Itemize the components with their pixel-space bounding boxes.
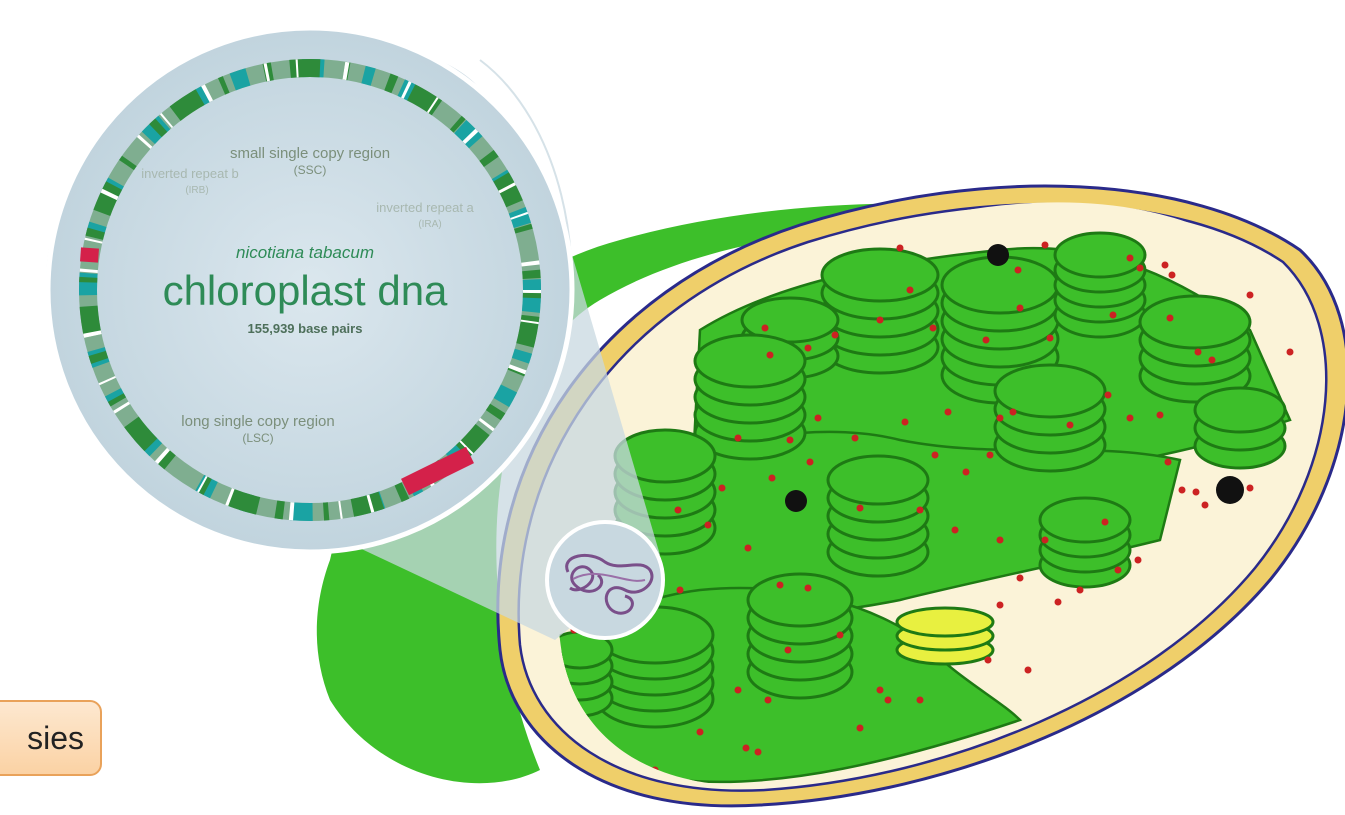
caption-box: sies bbox=[0, 700, 102, 776]
base-pair-count: 155,939 base pairs bbox=[248, 321, 363, 336]
dna-map-title: chloroplast dna bbox=[163, 267, 448, 314]
dna-lens bbox=[547, 522, 663, 638]
chloroplast-dna-map: small single copy region (SSC) inverted … bbox=[47, 28, 572, 552]
ira-region-label: inverted repeat a bbox=[376, 200, 474, 215]
caption-text: sies bbox=[27, 720, 84, 757]
gene-segment-red-small bbox=[89, 248, 90, 262]
ssc-region-abbr: (SSC) bbox=[294, 163, 327, 177]
ira-region-abbr: (IRA) bbox=[418, 219, 441, 230]
ssc-region-label: small single copy region bbox=[230, 145, 390, 162]
highlighted-thylakoid-stack bbox=[897, 608, 993, 664]
irb-region-label: inverted repeat b bbox=[141, 166, 239, 181]
species-name: nicotiana tabacum bbox=[236, 243, 374, 262]
granum bbox=[828, 456, 928, 576]
granum bbox=[748, 574, 852, 698]
granum bbox=[1195, 388, 1285, 468]
lsc-region-label: long single copy region bbox=[181, 413, 334, 430]
granum bbox=[1055, 233, 1145, 337]
irb-region-abbr: (IRB) bbox=[185, 185, 208, 196]
lsc-region-abbr: (LSC) bbox=[242, 431, 273, 445]
granum bbox=[995, 365, 1105, 471]
granum bbox=[1040, 498, 1130, 587]
granum bbox=[1140, 296, 1250, 402]
